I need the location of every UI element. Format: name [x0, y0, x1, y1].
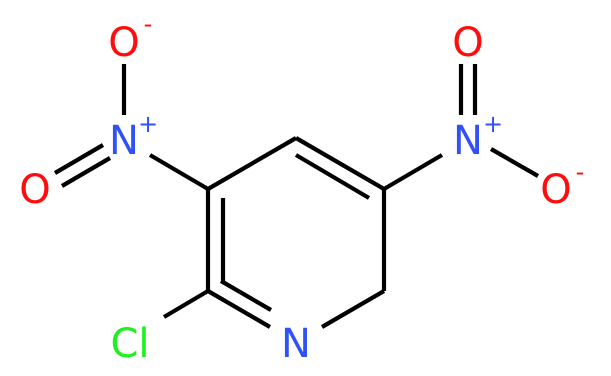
- bond-c2-cl: [162, 289, 210, 319]
- charge-oxygen-top-left: -: [144, 10, 153, 38]
- bond-c4-c5: [294, 136, 386, 200]
- bond-n1-c2: [206, 279, 273, 329]
- charge-nitro-nitrogen-left: +: [138, 110, 158, 138]
- atom-label-nitro-nitrogen-left: N: [109, 118, 139, 164]
- charge-oxygen-side-right: -: [576, 158, 585, 186]
- bond-c5-n-nitro: [382, 153, 444, 191]
- atom-label-oxygen-top-left: O: [108, 20, 139, 66]
- atom-label-nitro-nitrogen-right: N: [453, 118, 483, 164]
- atom-label-ring-nitrogen: N: [281, 321, 311, 367]
- bond-c6-n1: [320, 289, 386, 329]
- atom-label-chlorine: Cl: [110, 321, 149, 367]
- bond-n-nitro-o-top-right: [458, 64, 478, 115]
- bond-c2-c3: [205, 189, 226, 291]
- atom-label-oxygen-top-right: O: [452, 20, 483, 66]
- bond-n-nitro-o-side-left: [53, 143, 112, 188]
- bond-c3-n-nitro: [148, 153, 210, 191]
- atom-label-oxygen-side-right: O: [540, 167, 571, 213]
- bond-c3-c4: [206, 136, 298, 191]
- bond-n-nitro-o-side-right: [489, 147, 540, 178]
- charge-nitro-nitrogen-right: +: [483, 110, 503, 138]
- atom-label-oxygen-side-left: O: [19, 167, 50, 213]
